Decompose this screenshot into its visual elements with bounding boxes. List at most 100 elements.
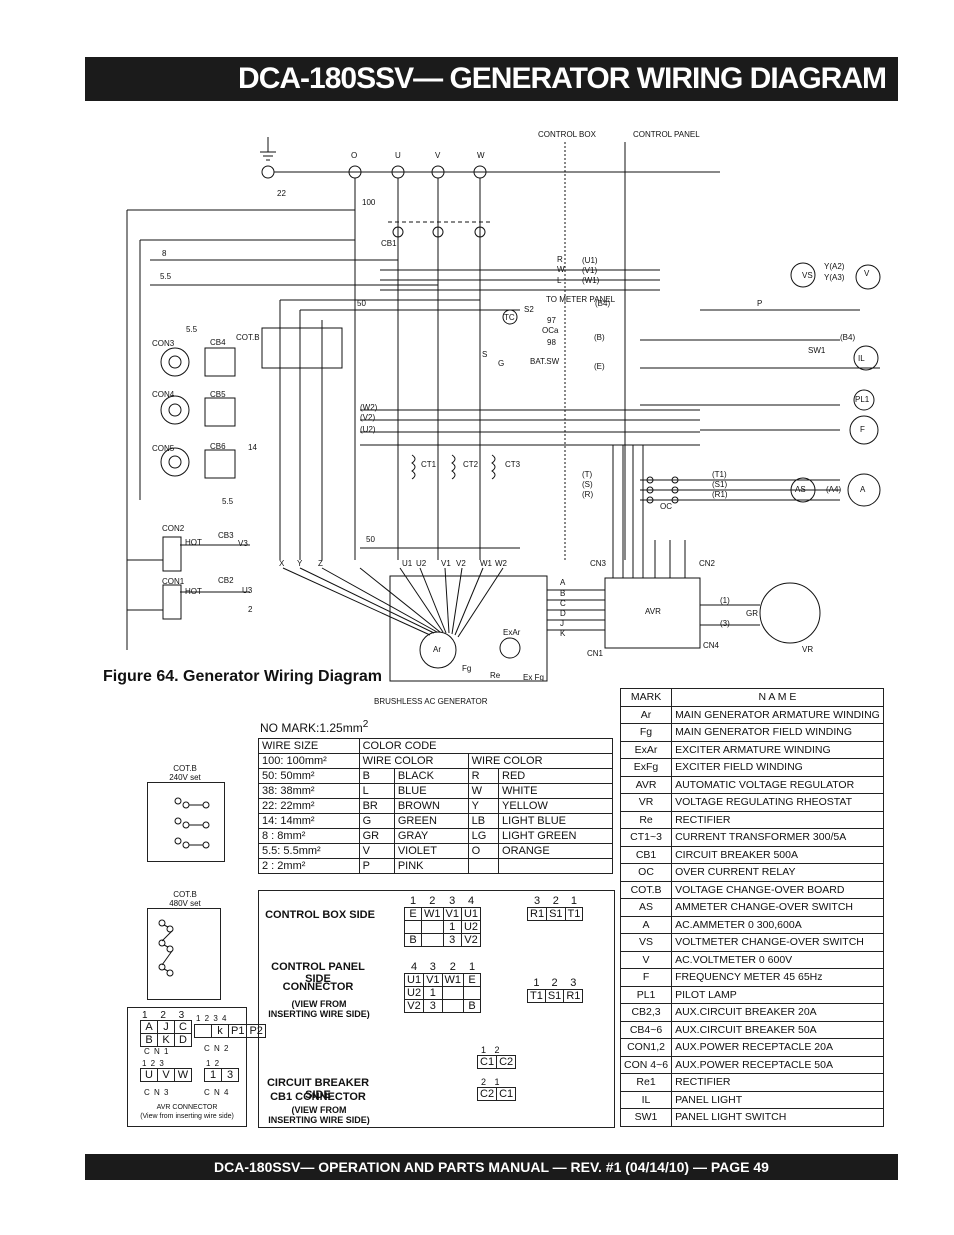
schematic-label: (B4) bbox=[840, 333, 855, 342]
schematic-label: (V2) bbox=[360, 413, 375, 422]
pin-number: 4 bbox=[410, 961, 418, 973]
schematic-label: R bbox=[557, 255, 563, 264]
schematic-label: 97 bbox=[547, 316, 556, 325]
pin-cell: S1 bbox=[546, 907, 566, 921]
schematic-label: F bbox=[860, 425, 865, 434]
pin-cell: C bbox=[174, 1020, 192, 1034]
schematic-label: ExAr bbox=[503, 628, 521, 637]
pin-cell: B bbox=[140, 1033, 158, 1047]
schematic-label: (3) bbox=[720, 619, 730, 628]
cot-title-240: COT.B bbox=[173, 764, 197, 773]
no-mark-text: NO MARK:1.25mm bbox=[260, 721, 363, 735]
schematic-label: AVR bbox=[645, 607, 661, 616]
schematic-label: W2 bbox=[495, 559, 508, 568]
schematic-label: VS bbox=[802, 271, 813, 280]
meters bbox=[790, 262, 881, 507]
left-bus-lines bbox=[126, 209, 880, 650]
schematic-label: Y bbox=[297, 559, 303, 568]
pin-cell bbox=[421, 933, 444, 947]
color-code: W bbox=[467, 783, 500, 799]
wire-color-header-2: WIRE COLOR bbox=[467, 753, 614, 769]
pin-number: 1 bbox=[409, 895, 417, 907]
legend-mark: IL bbox=[619, 1090, 673, 1109]
schematic-label: 50 bbox=[357, 299, 366, 308]
schematic-label: W1 bbox=[480, 559, 493, 568]
legend-mark: CB2,3 bbox=[619, 1003, 673, 1022]
legend-name: AUX.CIRCUIT BREAKER 20A bbox=[671, 1003, 884, 1022]
schematic-label: V bbox=[864, 269, 870, 278]
pin-number: 4 bbox=[467, 895, 475, 907]
color-name: LIGHT BLUE bbox=[498, 813, 613, 829]
size-cell: 22: 22mm² bbox=[258, 798, 360, 814]
armature-icon bbox=[419, 631, 457, 669]
pin-numbers: 2 1 bbox=[481, 1077, 503, 1087]
schematic-label: CT2 bbox=[463, 460, 479, 469]
schematic-label: (R1) bbox=[712, 490, 728, 499]
pin-cell: 1 bbox=[442, 920, 462, 934]
legend-name: PANEL LIGHT SWITCH bbox=[671, 1108, 884, 1127]
color-name: LIGHT GREEN bbox=[498, 828, 613, 844]
legend-mark: COT.B bbox=[619, 880, 673, 899]
schematic-label: Y(A3) bbox=[824, 273, 845, 282]
legend-name: OVER CURRENT RELAY bbox=[671, 863, 884, 882]
legend-mark: CON1,2 bbox=[619, 1038, 673, 1057]
view-note-2: (VIEW FROM INSERTING WIRE SIDE) bbox=[268, 1105, 370, 1125]
legend-name: MAIN GENERATOR ARMATURE WINDING bbox=[671, 705, 884, 724]
cn-letter: D bbox=[560, 609, 566, 618]
schematic-label: OCa bbox=[542, 326, 559, 335]
exciter-icon bbox=[499, 637, 521, 659]
schematic-label: HOT bbox=[185, 587, 202, 596]
schematic-label: U2 bbox=[416, 559, 427, 568]
legend-mark: CON 4~6 bbox=[619, 1055, 673, 1074]
schematic-label: Z bbox=[318, 559, 323, 568]
cn-letter: J bbox=[560, 619, 564, 628]
schematic-label: GR bbox=[746, 609, 758, 618]
legend-name: RECTIFIER bbox=[671, 1073, 884, 1092]
current-transformers bbox=[411, 454, 496, 480]
pin-cell: C2 bbox=[496, 1055, 517, 1069]
pin-cell: E bbox=[404, 907, 422, 921]
cot-set-480: 480V set bbox=[169, 899, 201, 908]
pin-cell: W1 bbox=[441, 973, 465, 987]
schematic-label: 50 bbox=[366, 535, 375, 544]
schematic-label: TC bbox=[504, 313, 515, 322]
tc-relay bbox=[502, 309, 518, 325]
terminal-u: U bbox=[395, 151, 401, 160]
color-code: Y bbox=[467, 798, 500, 814]
legend-name: CURRENT TRANSFORMER 300/5A bbox=[671, 828, 884, 847]
cn1-head: 1 2 3 bbox=[142, 1010, 190, 1021]
color-code bbox=[467, 858, 500, 874]
color-name bbox=[498, 858, 613, 874]
legend-name: AUX.POWER RECEPTACLE 50A bbox=[671, 1055, 884, 1074]
color-code: B bbox=[358, 768, 395, 784]
pin-cell: C1 bbox=[496, 1087, 517, 1101]
pin-cell: P2 bbox=[246, 1024, 266, 1038]
schematic-label: (T1) bbox=[712, 470, 727, 479]
legend-name: CIRCUIT BREAKER 500A bbox=[671, 845, 884, 864]
schematic-label: (W1) bbox=[582, 276, 600, 285]
legend-mark: CT1~3 bbox=[619, 828, 673, 847]
avr-connector-note: (View from inserting wire side) bbox=[140, 1113, 234, 1120]
color-code: L bbox=[358, 783, 395, 799]
